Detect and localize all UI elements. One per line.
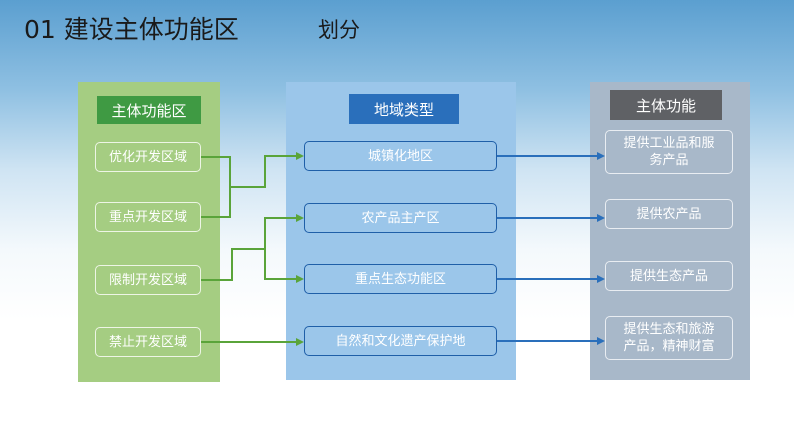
function-text-line: 提供工业品和服 — [623, 136, 715, 151]
left-column-header: 主体功能区 — [97, 96, 201, 124]
zone-box-restricted: 限制开发区域 — [95, 265, 201, 295]
page-title: 01 建设主体功能区 — [24, 15, 239, 44]
function-text-line: 提供生态和旅游 — [623, 322, 715, 337]
function-text-line: 提供农产品 — [636, 206, 702, 222]
function-text-line: 提供生态产品 — [629, 268, 708, 284]
page-subtitle: 划分 — [318, 18, 360, 42]
zone-box-prohibited: 禁止开发区域 — [95, 327, 201, 357]
connector-restricted-to-eco — [264, 249, 304, 283]
region-box-heritage: 自然和文化遗产保护地 — [304, 326, 497, 356]
region-box-ecological: 重点生态功能区 — [304, 264, 497, 294]
right-column-header: 主体功能 — [610, 90, 722, 120]
connector-optimized-key-to-urban — [201, 156, 302, 218]
zone-box-optimized: 优化开发区域 — [95, 142, 201, 172]
middle-column-header: 地域类型 — [349, 94, 459, 124]
zone-box-key-development: 重点开发区域 — [95, 202, 201, 232]
left-column-panel — [78, 82, 220, 382]
function-box-tourism: 提供生态和旅游 产品，精神财富 — [605, 316, 733, 360]
right-column-panel — [590, 82, 750, 380]
function-box-agricultural: 提供农产品 — [605, 199, 733, 229]
function-box-industrial: 提供工业品和服 务产品 — [605, 130, 733, 174]
function-text-line: 务产品 — [649, 153, 689, 168]
region-box-agricultural: 农产品主产区 — [304, 203, 497, 233]
connector-restricted-to-agri — [201, 214, 304, 281]
middle-column-panel — [286, 82, 516, 380]
function-box-ecological: 提供生态产品 — [605, 261, 733, 291]
function-text-line: 产品，精神财富 — [623, 339, 715, 354]
